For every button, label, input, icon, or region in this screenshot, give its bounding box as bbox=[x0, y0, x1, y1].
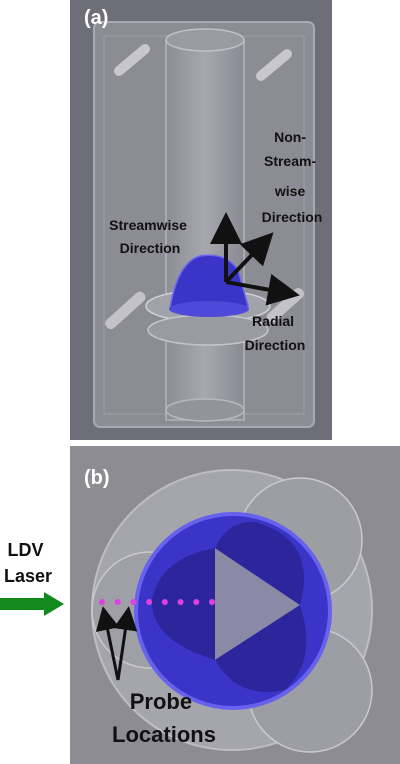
valve-central-orifice bbox=[215, 548, 300, 660]
leaflet-bottom bbox=[215, 605, 307, 692]
probe-point bbox=[161, 599, 168, 605]
ldv-laser: LDV Laser bbox=[0, 540, 64, 616]
screw-top-right bbox=[255, 49, 293, 81]
arrow-non-streamwise bbox=[224, 232, 274, 284]
direction-axes bbox=[210, 212, 300, 306]
laser-beam bbox=[0, 598, 46, 610]
valve-base bbox=[169, 301, 249, 317]
label-probe-locations: Probe Locations bbox=[112, 689, 216, 747]
panel-a-label: (a) bbox=[84, 7, 108, 29]
label-non-streamwise-direction: Non- Stream- wise Direction bbox=[262, 129, 323, 225]
arrow-radial bbox=[225, 273, 300, 306]
tube-top-opening bbox=[165, 28, 245, 52]
label-streamwise-direction: Streamwise Direction bbox=[109, 217, 191, 256]
probe-point bbox=[146, 599, 153, 605]
probe-arrow-left bbox=[95, 606, 120, 681]
panel-b: (b) Probe Locations bbox=[70, 446, 400, 764]
label-radial-direction: Radial Direction bbox=[245, 313, 306, 353]
leaflet-top bbox=[215, 521, 304, 605]
probe-point bbox=[130, 599, 137, 605]
tube-bottom-opening bbox=[165, 398, 245, 422]
panel-a: (a) Streamwise Direction Non- Stream- wi… bbox=[70, 0, 332, 440]
panel-b-label: (b) bbox=[84, 467, 110, 489]
probe-points bbox=[99, 599, 215, 605]
probe-point bbox=[193, 599, 200, 605]
probe-point bbox=[209, 599, 215, 605]
probe-pointer-arrows bbox=[95, 606, 138, 681]
probe-point bbox=[99, 599, 105, 605]
laser-arrowhead bbox=[44, 592, 64, 616]
leaflet-left bbox=[151, 548, 215, 660]
probe-arrow-right bbox=[113, 606, 138, 681]
screw-bottom-left bbox=[105, 291, 146, 330]
label-ldv-laser: LDV Laser bbox=[4, 540, 52, 586]
probe-point bbox=[177, 599, 184, 605]
screw-top-left bbox=[113, 44, 151, 76]
probe-point bbox=[114, 599, 121, 605]
